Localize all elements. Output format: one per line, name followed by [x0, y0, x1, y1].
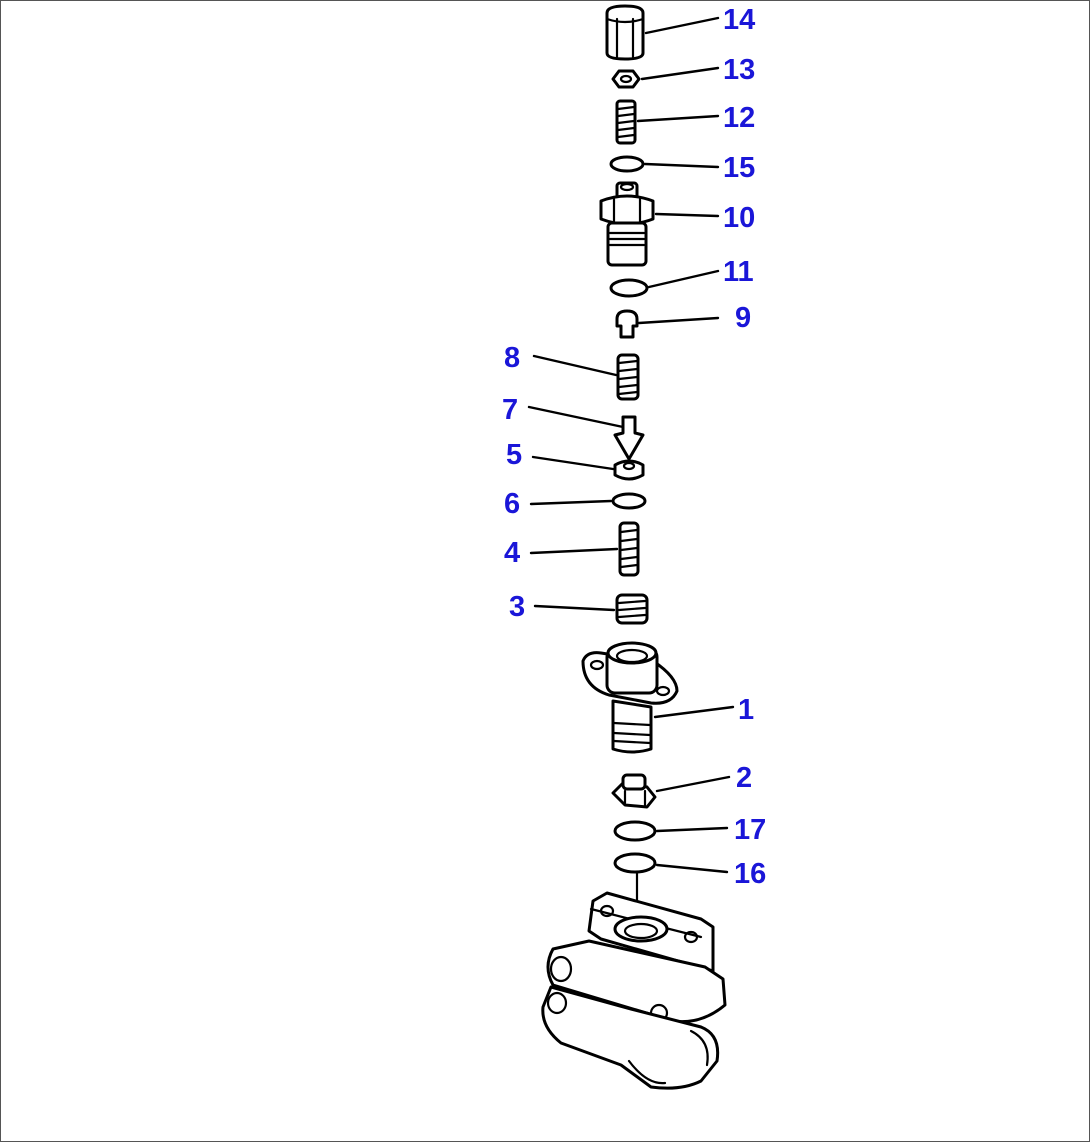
callout-13: 13: [723, 54, 755, 86]
callout-15: 15: [723, 152, 755, 184]
part-valve-body: [599, 181, 655, 267]
part-spring-seat: [615, 309, 639, 339]
callout-14: 14: [723, 4, 755, 36]
callout-labels: 14 13 12 15 10 11 9 8 7 5 6 4 3 1 2 17 1…: [502, 4, 766, 890]
callout-7: 7: [502, 394, 518, 426]
callout-2: 2: [736, 762, 752, 794]
part-housing: [581, 641, 679, 754]
part-check-valve: [611, 773, 657, 809]
part-oring-11: [609, 278, 649, 298]
part-plug: [615, 593, 649, 625]
part-oring-16: [613, 852, 657, 874]
part-oring-6: [611, 492, 647, 510]
callout-3: 3: [509, 591, 525, 623]
part-seat: [613, 459, 645, 481]
callout-11: 11: [723, 256, 754, 288]
part-spring-8: [616, 353, 640, 401]
callout-4: 4: [504, 537, 520, 569]
part-oring-15: [609, 155, 645, 173]
part-adjust-screw: [615, 99, 637, 145]
callout-8: 8: [504, 342, 520, 374]
part-base-casing: [541, 891, 727, 1090]
callout-6: 6: [504, 488, 520, 520]
callout-9: 9: [735, 302, 751, 334]
callout-12: 12: [723, 102, 755, 134]
part-spring-4: [618, 521, 640, 577]
part-poppet: [613, 415, 645, 461]
callout-10: 10: [723, 202, 755, 234]
part-nut: [611, 69, 641, 89]
part-cap: [605, 4, 645, 61]
callout-17: 17: [734, 814, 766, 846]
callout-5: 5: [506, 439, 522, 471]
callout-1: 1: [738, 694, 754, 726]
leader-lines: [527, 16, 735, 874]
callout-16: 16: [734, 858, 766, 890]
part-oring-17: [613, 820, 657, 842]
